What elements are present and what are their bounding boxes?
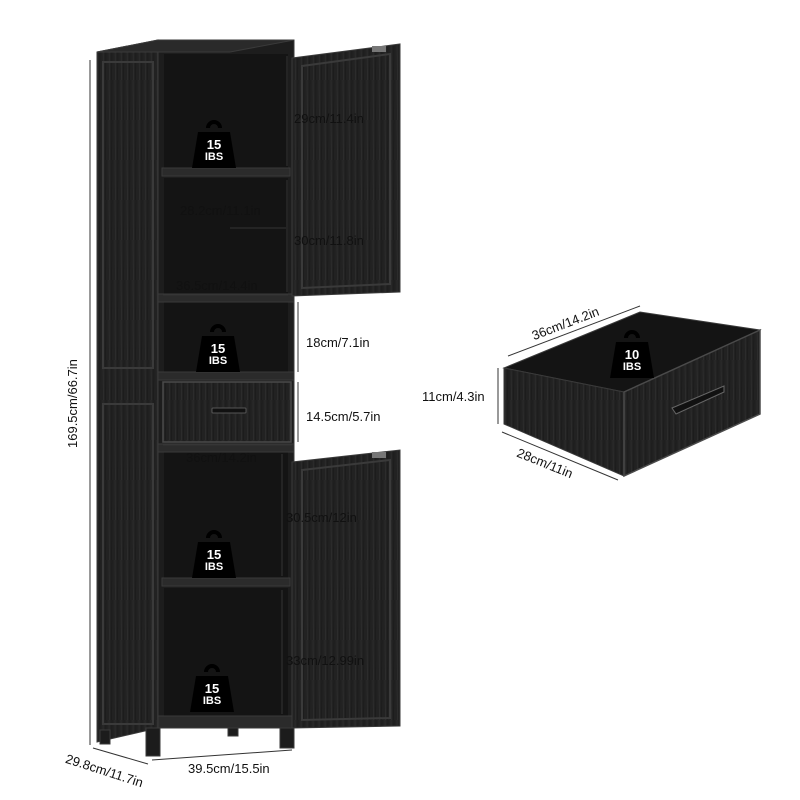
- load-value: 15: [206, 137, 222, 152]
- load-value: 10: [624, 347, 640, 362]
- drawer-handle: [671, 385, 725, 415]
- load-unit: IBS: [622, 361, 642, 373]
- compartment-2-width-label: 36.5cm/14.4in: [176, 278, 258, 293]
- load-unit: IBS: [204, 151, 224, 163]
- compartment-2-height-label: 30cm/11.8in: [294, 233, 364, 248]
- lower-door-hinge: [372, 452, 386, 458]
- load-unit: IBS: [202, 695, 222, 707]
- divider-mid: [157, 371, 295, 381]
- load-value: 15: [210, 341, 226, 356]
- weight-icon: [192, 120, 236, 168]
- leg-back-left: [99, 729, 111, 745]
- shelf-1: [161, 167, 291, 177]
- lower-door-panel: [301, 458, 391, 722]
- shelf-2: [157, 293, 295, 303]
- load-badge-compartment-6: 15 IBS: [190, 662, 234, 712]
- load-badge-drawer: 10 IBS: [610, 328, 654, 378]
- compartment-4-width-label: 36cm/14.2in: [186, 450, 257, 465]
- load-value: 15: [204, 681, 220, 696]
- shelf-4: [161, 577, 291, 587]
- drawer-height-label: 11cm/4.3in: [422, 389, 485, 404]
- cabinet-top: [96, 39, 295, 53]
- compartment-1-height-label: 29cm/11.4in: [294, 111, 364, 126]
- weight-icon: [196, 324, 240, 372]
- side-panel-frame-bottom: [102, 403, 154, 725]
- cabinet-width-label: 39.5cm/15.5in: [188, 761, 270, 776]
- upper-door-panel: [301, 52, 391, 290]
- leg-back-right: [227, 727, 239, 737]
- leg-front-left: [145, 727, 161, 757]
- compartment-3-height-label: 18cm/7.1in: [306, 335, 370, 350]
- load-badge-compartment-3: 15 IBS: [196, 322, 240, 372]
- width-dim-line: [151, 749, 293, 761]
- load-unit: IBS: [204, 561, 224, 573]
- compartment-4-height-label: 14.5cm/5.7in: [306, 409, 381, 424]
- bottom-shelf: [157, 715, 295, 729]
- load-value: 15: [206, 547, 222, 562]
- lower-door: [291, 449, 401, 729]
- compartment-2-depth-label: 28.2cm/11.1in: [180, 203, 261, 218]
- drawer-width-line: [507, 305, 641, 357]
- load-badge-compartment-1: 15 IBS: [192, 118, 236, 168]
- weight-icon: [610, 330, 654, 378]
- side-panel-frame-top: [102, 61, 154, 369]
- depth-dim-line: [92, 747, 149, 765]
- weight-icon: [192, 530, 236, 578]
- leg-front-right: [279, 727, 295, 749]
- shelf-3: [157, 443, 295, 453]
- cabinet-height-label: 169.5cm/66.7in: [65, 359, 80, 448]
- upper-door: [291, 43, 401, 297]
- upper-door-hinge: [372, 46, 386, 52]
- load-badge-compartment-5: 15 IBS: [192, 528, 236, 578]
- load-unit: IBS: [208, 355, 228, 367]
- cabinet-drawer-handle: [211, 407, 247, 414]
- weight-icon: [190, 664, 234, 712]
- drawer-depth-line: [501, 431, 619, 481]
- cabinet-side-panel: [96, 39, 159, 743]
- compartment-2-interior: [164, 178, 288, 294]
- compartment-6-height-label: 33cm/12.99in: [286, 653, 365, 668]
- compartment-5-height-label: 30.5cm/12in: [286, 510, 357, 525]
